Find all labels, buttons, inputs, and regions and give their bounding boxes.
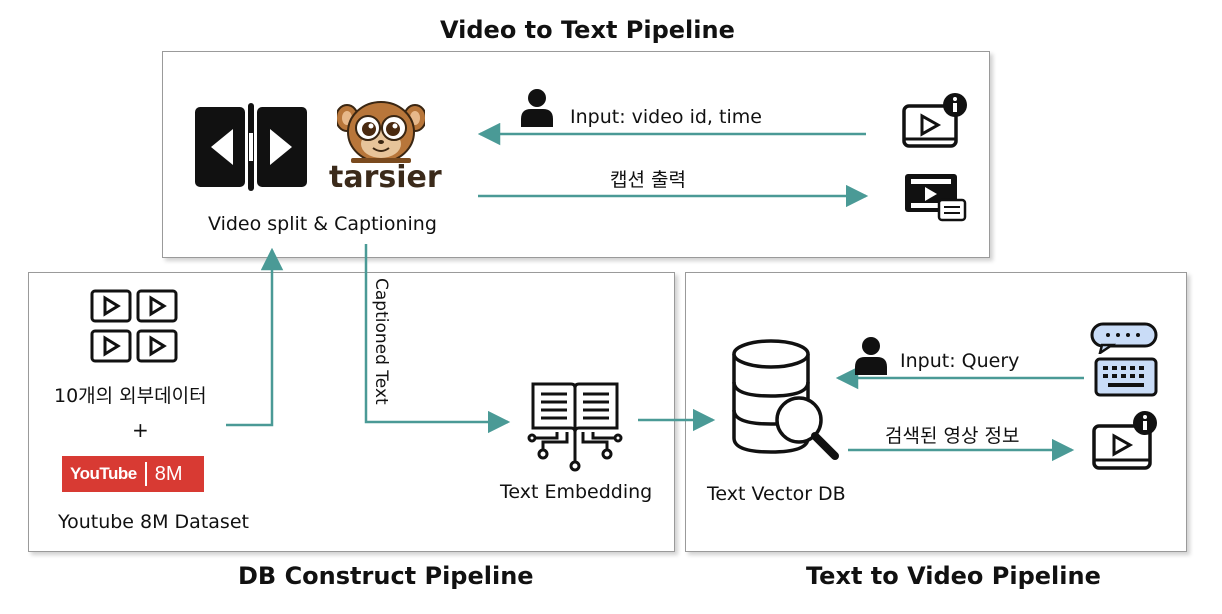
video-to-text-title: Video to Text Pipeline bbox=[440, 16, 735, 44]
youtube-logo-divider bbox=[144, 462, 147, 486]
book-embedding-icon bbox=[527, 382, 623, 472]
user-icon bbox=[521, 89, 553, 127]
video-grid-icon bbox=[90, 289, 178, 363]
video-info-icon-result bbox=[1092, 411, 1157, 470]
youtube-8m-logo: YouTube 8M bbox=[62, 456, 204, 492]
keyboard-icon bbox=[1094, 357, 1158, 397]
db-construct-panel bbox=[28, 272, 675, 552]
split-video-icon bbox=[195, 103, 307, 191]
db-construct-title: DB Construct Pipeline bbox=[238, 562, 534, 590]
tarsier-logo-text: tarsier bbox=[329, 160, 442, 195]
user-icon-query bbox=[855, 337, 887, 375]
captioned-text-arrow bbox=[364, 244, 511, 434]
plus-sign: + bbox=[132, 418, 149, 442]
vector-db-label: Text Vector DB bbox=[707, 483, 846, 505]
query-label: Input: Query bbox=[900, 350, 1020, 372]
text-to-video-title: Text to Video Pipeline bbox=[806, 562, 1101, 590]
captioned-text-label: Captioned Text bbox=[371, 278, 391, 405]
search-result-label: 검색된 영상 정보 bbox=[885, 425, 1020, 447]
external-data-label: 10개의 외부데이터 bbox=[54, 385, 207, 407]
database-search-icon bbox=[732, 339, 839, 460]
youtube-8m-badge: 8M bbox=[154, 462, 183, 485]
chat-bubble-icon bbox=[1090, 322, 1158, 354]
input-label: Input: video id, time bbox=[570, 106, 762, 128]
external-data-to-split-arrow bbox=[226, 247, 284, 427]
caption-output-label: 캡션 출력 bbox=[610, 169, 686, 191]
video-info-icon bbox=[902, 93, 967, 148]
youtube-dataset-label: Youtube 8M Dataset bbox=[58, 511, 249, 533]
youtube-logo-text: YouTube bbox=[70, 464, 137, 483]
video-caption-icon bbox=[905, 174, 967, 222]
split-caption-label: Video split & Captioning bbox=[208, 213, 437, 235]
tarsier-mascot-icon bbox=[337, 101, 425, 163]
embedding-label: Text Embedding bbox=[500, 481, 653, 503]
